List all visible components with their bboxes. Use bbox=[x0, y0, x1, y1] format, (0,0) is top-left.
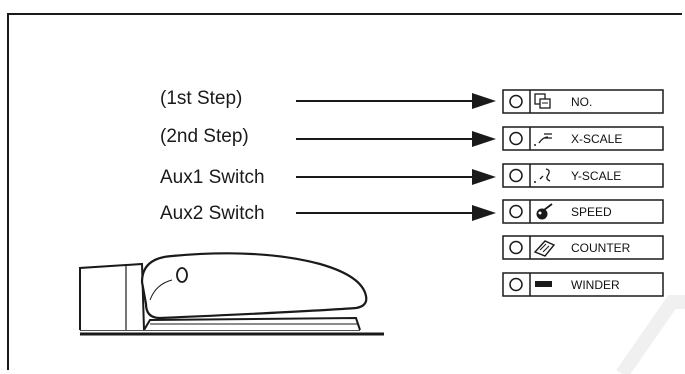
number-icon bbox=[534, 93, 551, 109]
button-winder-label: WINDER bbox=[571, 278, 620, 292]
arrow-aux1 bbox=[296, 169, 496, 185]
counter-icon bbox=[533, 240, 556, 257]
arrow-1st-step bbox=[296, 93, 496, 109]
indicator-lamp bbox=[509, 204, 523, 219]
y-scale-icon bbox=[534, 168, 551, 183]
button-x-scale bbox=[502, 126, 664, 151]
button-winder bbox=[502, 272, 664, 297]
indicator-lamp bbox=[509, 277, 523, 292]
winder-icon bbox=[535, 281, 552, 287]
button-counter bbox=[502, 235, 664, 260]
indicator-lamp bbox=[509, 131, 523, 146]
label-aux2-switch: Aux2 Switch bbox=[160, 203, 265, 224]
button-y-scale-label: Y-SCALE bbox=[571, 169, 622, 183]
indicator-lamp bbox=[509, 240, 523, 255]
label-2nd-step: (2nd Step) bbox=[160, 126, 249, 147]
button-y-scale bbox=[502, 163, 664, 188]
button-x-scale-label: X-SCALE bbox=[571, 132, 623, 146]
foot-switch-illustration bbox=[79, 252, 384, 336]
button-counter-label: COUNTER bbox=[571, 241, 631, 255]
arrow-aux2 bbox=[296, 205, 496, 221]
watermark-mark bbox=[616, 295, 685, 374]
indicator-lamp bbox=[509, 94, 523, 109]
frame-border bbox=[7, 13, 682, 370]
button-speed bbox=[502, 199, 664, 224]
speed-icon bbox=[536, 203, 553, 220]
button-speed-label: SPEED bbox=[571, 205, 612, 219]
label-aux1-switch: Aux1 Switch bbox=[160, 167, 265, 188]
label-1st-step: (1st Step) bbox=[160, 88, 243, 109]
arrow-2nd-step bbox=[296, 131, 496, 147]
button-no bbox=[502, 89, 664, 114]
button-no-label: NO. bbox=[571, 95, 593, 109]
indicator-lamp bbox=[509, 168, 523, 183]
x-scale-icon bbox=[534, 133, 552, 146]
